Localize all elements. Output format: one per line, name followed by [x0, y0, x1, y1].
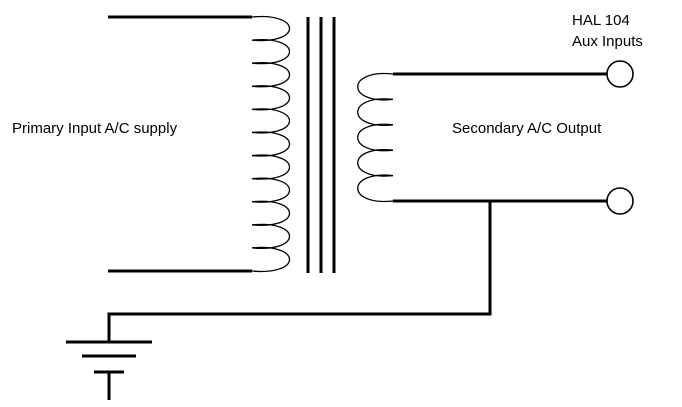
secondary-winding-turn [357, 123, 394, 152]
primary-winding-turn [251, 223, 291, 249]
primary-winding [251, 15, 291, 273]
primary-winding-turn [251, 15, 291, 42]
secondary-winding-turn [357, 149, 394, 177]
secondary-winding-turn [357, 174, 394, 203]
transformer-iron-core [306, 17, 336, 273]
ground-wire [107, 201, 492, 342]
top-output-terminal [606, 60, 634, 88]
secondary-winding-turn [357, 98, 394, 126]
primary-winding-turn [251, 131, 291, 157]
ground-symbol [66, 340, 152, 400]
primary-winding-turn [251, 108, 291, 134]
secondary-winding [357, 72, 394, 203]
primary-input-label: Primary Input A/C supply [12, 120, 178, 137]
primary-winding-turn [251, 177, 291, 203]
primary-winding-turn [251, 246, 291, 273]
bottom-output-terminal [606, 187, 634, 215]
aux-inputs-label: Aux Inputs [572, 33, 643, 50]
primary-winding-turn [251, 154, 291, 180]
primary-winding-turn [251, 62, 291, 88]
primary-winding-turn [251, 39, 291, 65]
hal-104-label: HAL 104 [572, 12, 630, 29]
primary-winding-turn [251, 85, 291, 111]
secondary-output-label: Secondary A/C Output [452, 120, 602, 137]
secondary-winding-turn [357, 72, 394, 101]
primary-winding-turn [251, 200, 291, 226]
